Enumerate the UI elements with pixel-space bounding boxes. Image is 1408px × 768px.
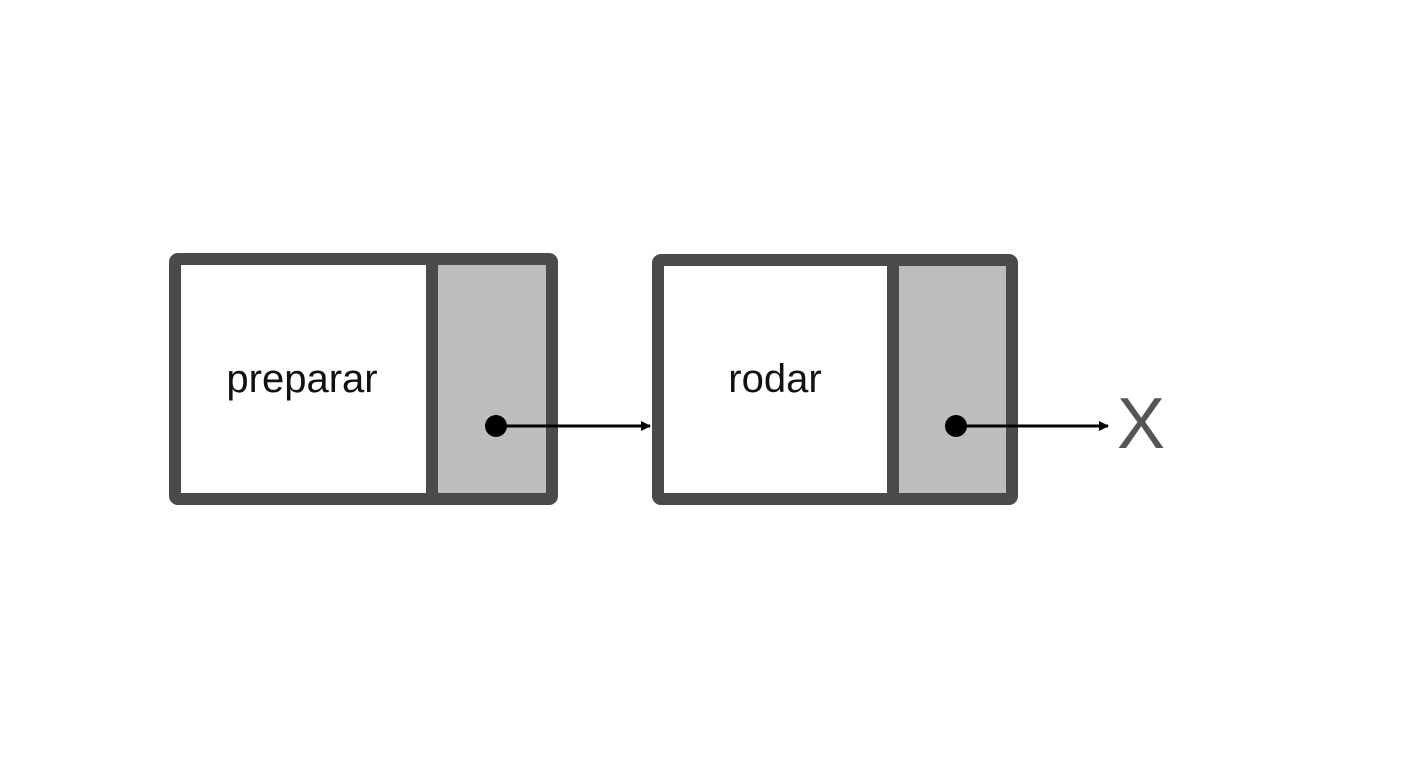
node-2-frame: [652, 254, 1018, 505]
list-node-1: preparar: [169, 253, 558, 505]
node-2-pointer-cell: [893, 260, 1012, 499]
node-2-label: rodar: [728, 357, 821, 401]
node-2-data-cell: [658, 260, 893, 499]
node-1-frame: [169, 253, 558, 505]
null-terminator: X: [1117, 384, 1165, 464]
node-1-pointer-cell: [432, 259, 552, 499]
node-1-label: preparar: [226, 357, 377, 401]
list-node-2: rodar: [652, 254, 1018, 505]
node-1-data-cell: [175, 259, 432, 499]
